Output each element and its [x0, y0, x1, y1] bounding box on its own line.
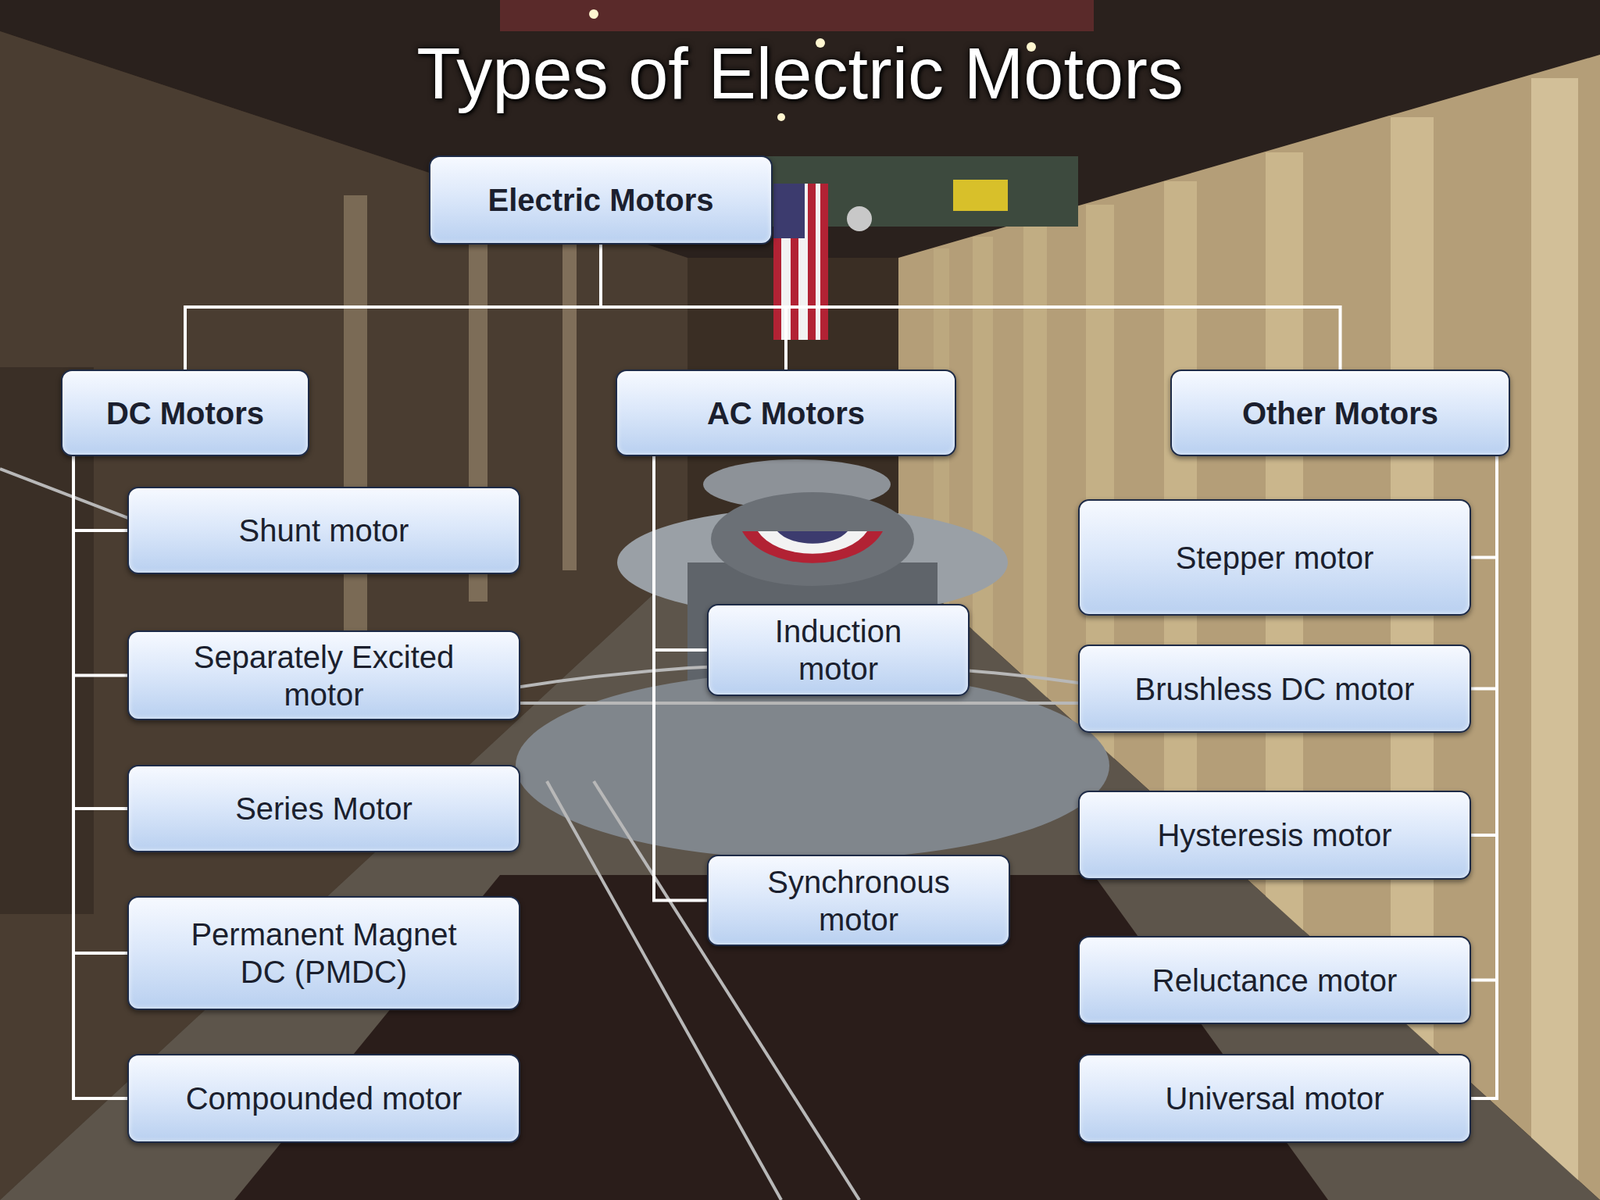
motor-box: Permanent Magnet DC (PMDC): [127, 896, 521, 1011]
box-label: DC Motors: [106, 394, 265, 433]
tree-connector: [73, 456, 128, 531]
box-label: Series Motor: [235, 789, 413, 828]
box-label: Reluctance motor: [1152, 961, 1397, 1000]
railing: [515, 701, 1110, 705]
stair-rail: [593, 781, 860, 1200]
tree-connector: [1471, 456, 1497, 981]
generator-dome: [710, 492, 915, 586]
tree-connector: [1471, 456, 1497, 1099]
motor-box: Synchronous motor: [707, 854, 1011, 947]
tree-connector: [653, 456, 708, 650]
stair-rail: [546, 781, 782, 1200]
tree-connector: [73, 456, 128, 676]
motor-box: Hysteresis motor: [1078, 790, 1472, 880]
tree-connector: [1471, 456, 1497, 836]
category-box: Electric Motors: [428, 155, 773, 245]
box-label: Electric Motors: [488, 181, 715, 219]
wall-column: [1531, 78, 1579, 1200]
ceiling-light: [589, 9, 599, 19]
box-label: Other Motors: [1242, 394, 1439, 433]
tree-connector: [1471, 456, 1497, 690]
motor-box: Brushless DC motor: [1078, 644, 1472, 733]
motor-box: Separately Excited motor: [127, 630, 521, 721]
floor: [0, 562, 1600, 1200]
generator-platform: [515, 671, 1110, 860]
box-label: Induction motor: [752, 612, 925, 688]
tree-connector: [73, 456, 128, 1099]
bunting: [742, 531, 883, 564]
tree-connector: [1471, 456, 1497, 558]
bunting: [777, 531, 848, 544]
box-label: Compounded motor: [185, 1079, 463, 1118]
motor-box: Stepper motor: [1078, 499, 1472, 616]
flag-stripe: [807, 183, 816, 340]
box-label: Universal motor: [1164, 1079, 1384, 1118]
box-label: Permanent Magnet DC (PMDC): [175, 915, 473, 991]
motor-box: Series Motor: [127, 764, 521, 853]
category-box: AC Motors: [615, 369, 957, 457]
box-label: Synchronous motor: [749, 863, 968, 939]
tree-connector: [600, 244, 786, 370]
motor-box: Reluctance motor: [1078, 935, 1472, 1025]
flag: [773, 183, 829, 340]
box-label: Stepper motor: [1175, 539, 1374, 577]
box-label: Separately Excited motor: [167, 638, 481, 714]
wall-column: [1023, 222, 1047, 708]
motor-box: Universal motor: [1078, 1053, 1472, 1143]
tree-connector: [185, 244, 601, 370]
category-box: Other Motors: [1170, 369, 1511, 457]
flag-white: [773, 183, 829, 340]
motor-box: Shunt motor: [127, 486, 521, 575]
box-label: AC Motors: [707, 394, 865, 433]
tree-connector: [73, 456, 128, 954]
box-label: Brushless DC motor: [1135, 670, 1415, 708]
tree-connector: [653, 456, 708, 901]
left-column: [562, 242, 577, 571]
bunting: [757, 531, 868, 554]
motor-box: Induction motor: [707, 603, 970, 697]
sign: [953, 179, 1008, 211]
ceiling-light: [777, 113, 786, 122]
motor-box: Compounded motor: [127, 1053, 521, 1143]
clock: [846, 206, 872, 232]
box-label: Shunt motor: [239, 511, 410, 550]
flag-canton: [773, 183, 805, 239]
tree-connector: [600, 244, 1341, 370]
ceiling-beam: [500, 0, 1094, 32]
category-box: DC Motors: [60, 369, 310, 457]
flag-stripe: [820, 183, 829, 340]
box-label: Hysteresis motor: [1157, 816, 1392, 854]
railings: [0, 468, 1110, 1200]
left-column: [343, 195, 368, 665]
tree-connector: [73, 456, 128, 809]
slide-title: Types of Electric Motors: [0, 32, 1600, 115]
